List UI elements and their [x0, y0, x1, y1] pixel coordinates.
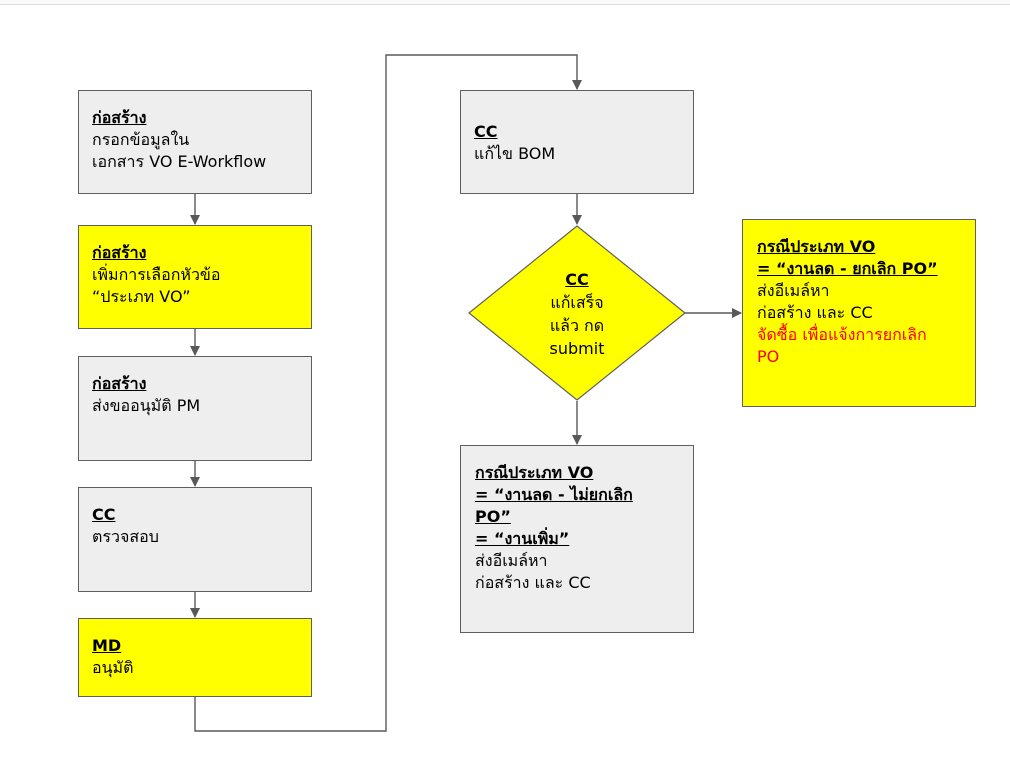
case-text: ก่อสร้าง และ CC	[475, 573, 591, 592]
case-text-red: PO	[757, 347, 780, 366]
case-text-red: จัดซื้อ เพื่อแจ้งการยกเลิก	[757, 325, 927, 344]
step-text: “ประเภท VO”	[92, 287, 191, 306]
decision-text: CC แก้เสร็จ แล้ว กด submit	[500, 268, 654, 360]
decision-line: submit	[549, 339, 605, 358]
step-title: CC	[474, 122, 498, 141]
step-title: CC	[92, 505, 116, 524]
decision-title: CC	[565, 270, 589, 289]
case-title: กรณีประเภท VO	[757, 237, 876, 256]
step-text: แก้ไข BOM	[474, 144, 556, 163]
case-text: ส่งอีเมล์หา	[475, 551, 548, 570]
case-reduce-or-add: กรณีประเภท VO = “งานลด - ไม่ยกเลิก PO” =…	[460, 445, 694, 633]
step-request-pm-approval: ก่อสร้าง ส่งขออนุมัติ PM	[78, 356, 312, 461]
case-title: = “งานเพิ่ม”	[475, 529, 570, 548]
decision-line: แล้ว กด	[549, 316, 605, 335]
decision-diamond	[468, 225, 686, 401]
step-md-approve: MD อนุมัติ	[78, 618, 312, 697]
step-fill-vo-document: ก่อสร้าง กรอกข้อมูลใน เอกสาร VO E-Workfl…	[78, 90, 312, 194]
step-text: อนุมัติ	[92, 658, 134, 677]
step-text: กรอกข้อมูลใน	[92, 130, 190, 149]
decision-line: แก้เสร็จ	[550, 293, 604, 312]
step-add-vo-type: ก่อสร้าง เพิ่มการเลือกหัวข้อ “ประเภท VO”	[78, 225, 312, 329]
step-title: MD	[92, 636, 122, 655]
case-text: ส่งอีเมล์หา	[757, 281, 830, 300]
step-text: ส่งขออนุมัติ PM	[92, 396, 201, 415]
case-title: PO”	[475, 507, 511, 526]
case-title: = “งานลด - ยกเลิก PO”	[757, 259, 938, 278]
top-toolbar-edge	[0, 0, 1010, 5]
step-text: ตรวจสอบ	[92, 527, 159, 546]
step-text: เพิ่มการเลือกหัวข้อ	[92, 265, 221, 284]
case-title: = “งานลด - ไม่ยกเลิก	[475, 485, 633, 504]
step-title: ก่อสร้าง	[92, 108, 147, 127]
case-text: ก่อสร้าง และ CC	[757, 303, 873, 322]
step-cc-review: CC ตรวจสอบ	[78, 487, 312, 592]
case-cancel-po: กรณีประเภท VO = “งานลด - ยกเลิก PO” ส่งอ…	[742, 219, 976, 407]
step-cc-edit-bom: CC แก้ไข BOM	[460, 90, 694, 194]
step-title: ก่อสร้าง	[92, 243, 147, 262]
case-title: กรณีประเภท VO	[475, 463, 594, 482]
step-text: เอกสาร VO E-Workflow	[92, 152, 267, 171]
step-title: ก่อสร้าง	[92, 374, 147, 393]
arrow-step5-step6	[194, 54, 582, 732]
